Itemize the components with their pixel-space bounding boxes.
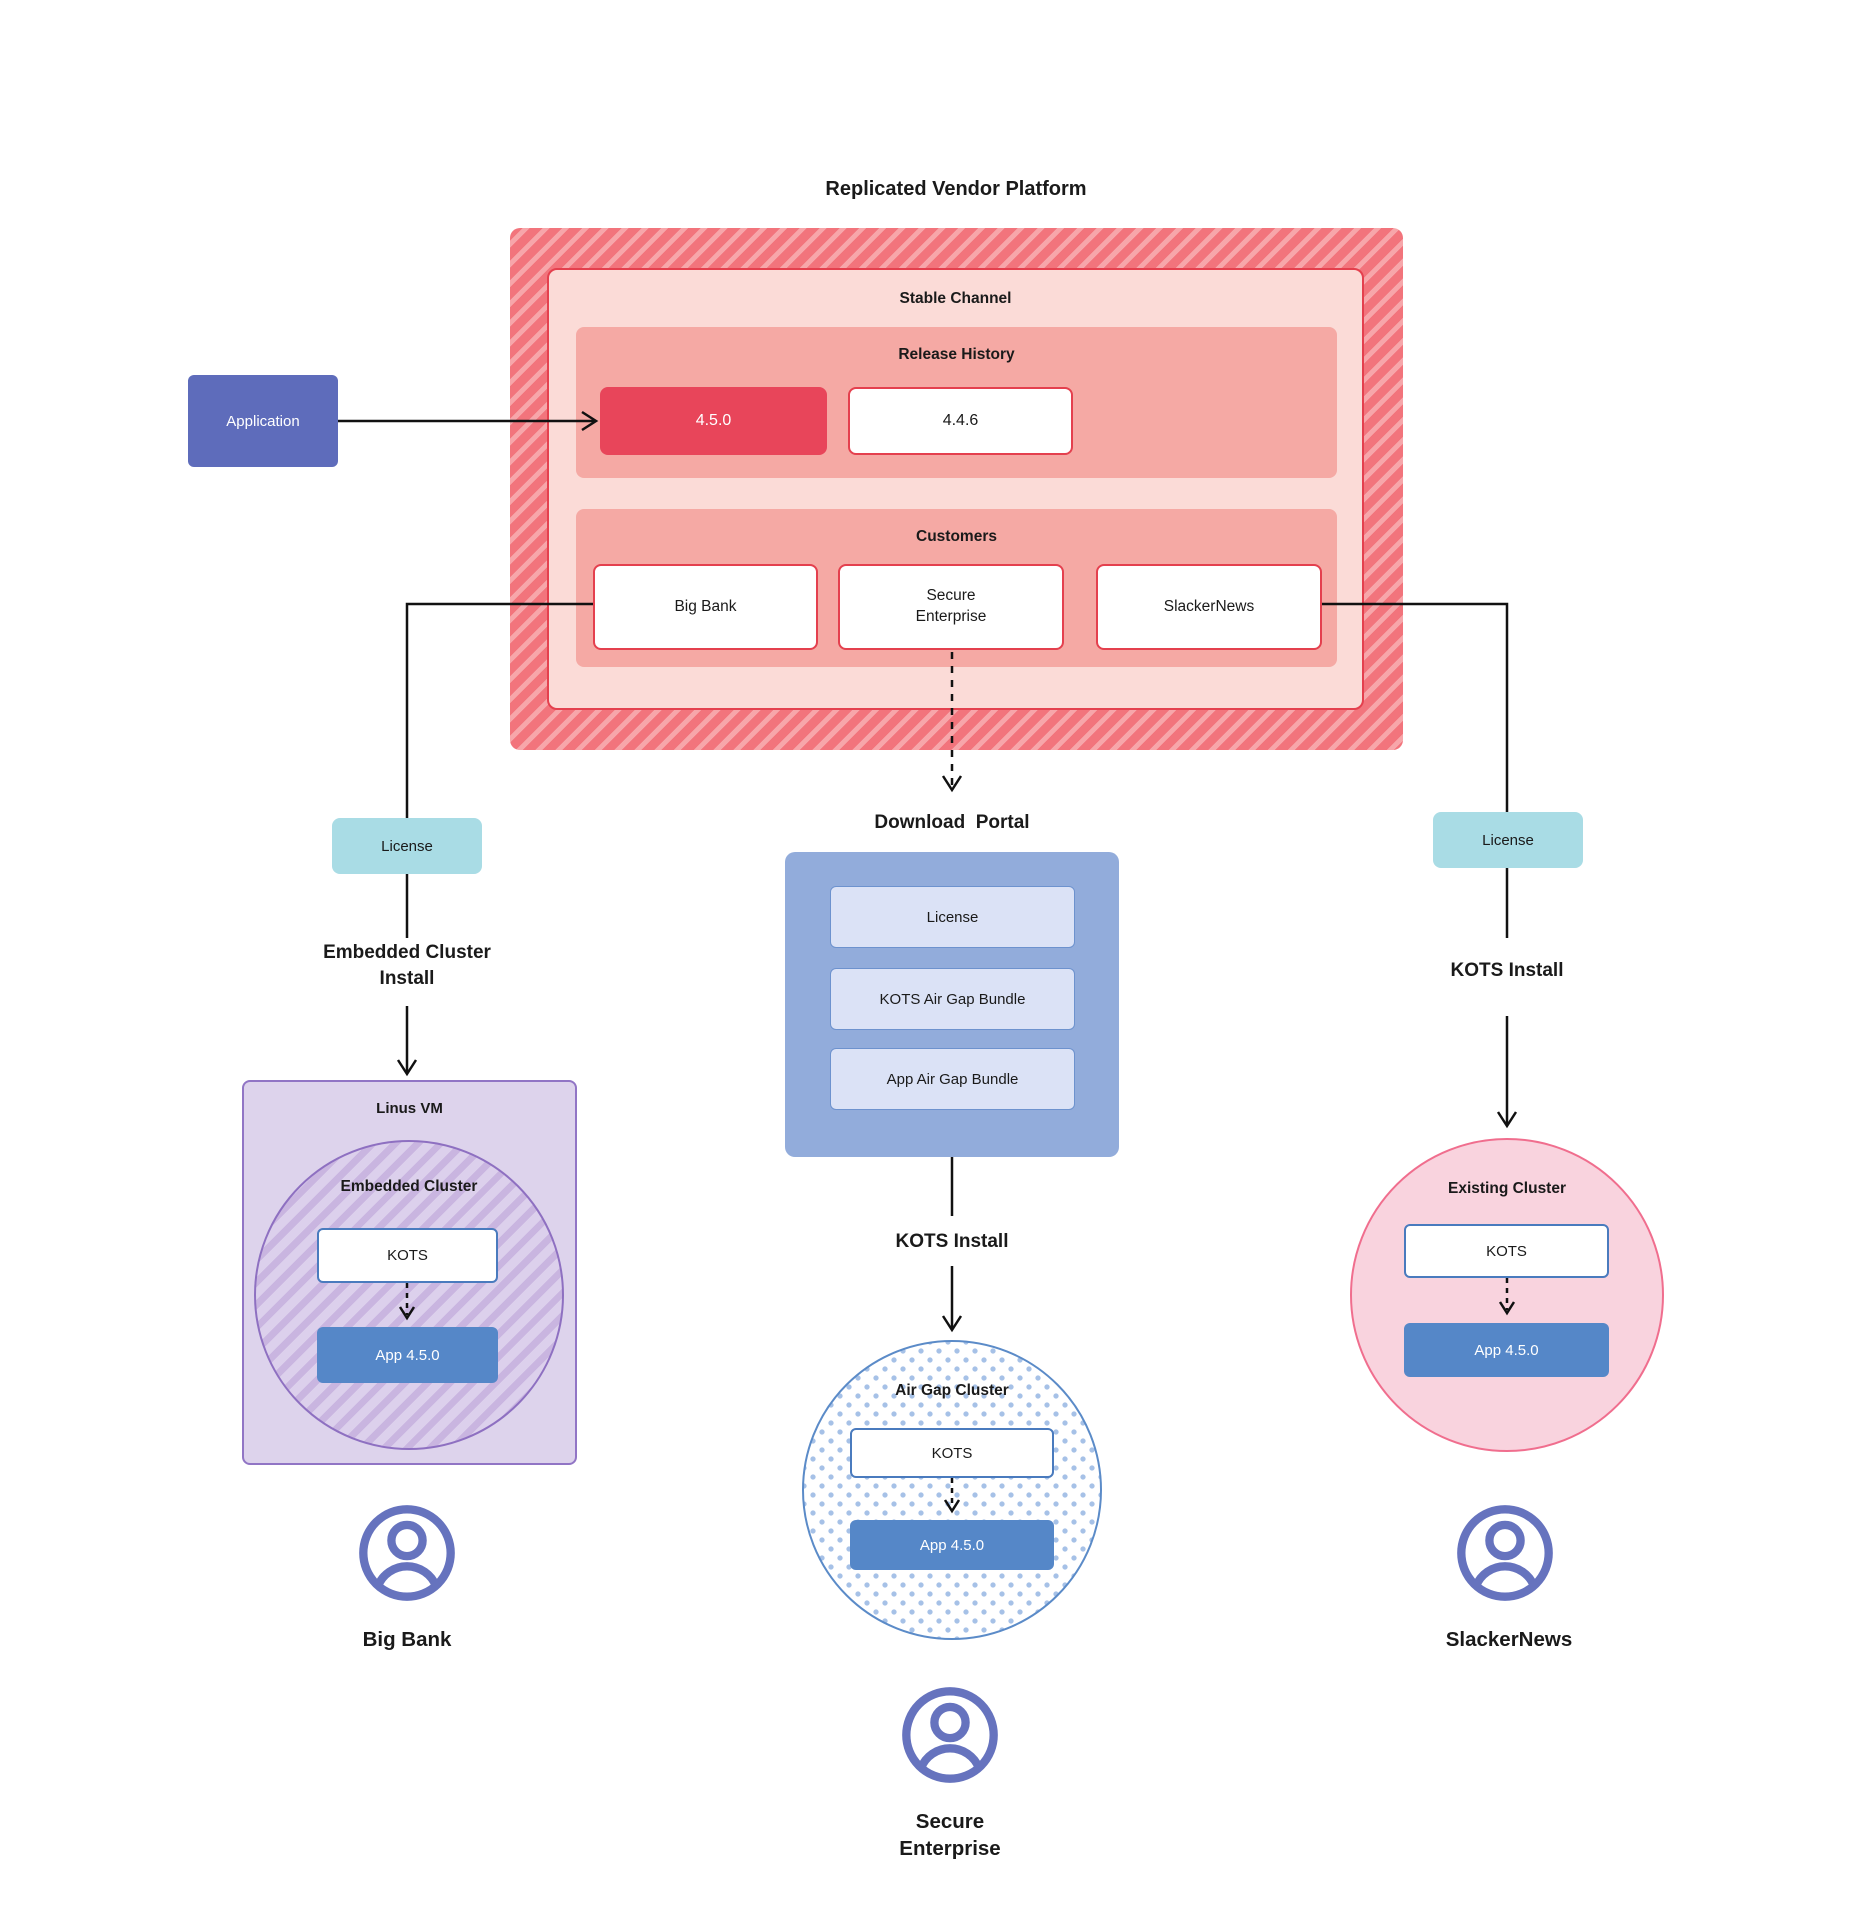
kots-install-label-right: KOTS Install xyxy=(1450,960,1564,981)
portal-item-license: License xyxy=(830,886,1075,948)
release-4-4-6: 4.4.6 xyxy=(848,387,1073,455)
customer-slackernews: SlackerNews xyxy=(1096,564,1322,650)
user-icon-big-bank xyxy=(359,1505,455,1601)
user-label-big-bank: Big Bank xyxy=(362,1628,452,1651)
app-box-embedded: App 4.5.0 xyxy=(317,1327,498,1383)
app-box-existing: App 4.5.0 xyxy=(1404,1323,1609,1377)
release-history-label: Release History xyxy=(898,346,1015,363)
kots-box-air-gap: KOTS xyxy=(850,1428,1054,1478)
customer-secure-enterprise-label: Secure Enterprise xyxy=(915,587,987,625)
customer-secure-enterprise: Secure Enterprise xyxy=(838,564,1064,650)
embedded-cluster-circle xyxy=(254,1140,564,1450)
kots-install-label-middle: KOTS Install xyxy=(895,1231,1009,1252)
air-gap-cluster-label: Air Gap Cluster xyxy=(895,1382,1009,1399)
license-chip-big-bank: License xyxy=(332,818,482,874)
customer-big-bank: Big Bank xyxy=(593,564,818,650)
download-portal-title: Download Portal xyxy=(874,812,1030,833)
user-icon-secure-enterprise xyxy=(902,1687,998,1783)
app-box-air-gap: App 4.5.0 xyxy=(850,1520,1054,1570)
customers-label: Customers xyxy=(916,528,997,545)
diagram-title: Replicated Vendor Platform xyxy=(825,178,1087,200)
portal-item-kots-air-gap-bundle: KOTS Air Gap Bundle xyxy=(830,968,1075,1030)
embedded-cluster-label: Embedded Cluster xyxy=(340,1178,478,1195)
kots-box-embedded: KOTS xyxy=(317,1228,498,1283)
stable-channel-label: Stable Channel xyxy=(899,290,1012,307)
release-4-5-0: 4.5.0 xyxy=(600,387,827,455)
linus-vm-label: Linus VM xyxy=(376,1100,443,1117)
application-box: Application xyxy=(188,375,338,467)
user-icon-slackernews xyxy=(1457,1505,1553,1601)
license-chip-slackernews: License xyxy=(1433,812,1583,868)
user-label-slackernews: SlackerNews xyxy=(1445,1628,1573,1651)
kots-box-existing: KOTS xyxy=(1404,1224,1609,1278)
user-label-secure-enterprise: Secure Enterprise xyxy=(899,1810,1001,1860)
existing-cluster-label: Existing Cluster xyxy=(1448,1180,1566,1197)
embedded-cluster-install-label: Embedded Cluster Install xyxy=(323,942,491,989)
portal-item-app-air-gap-bundle: App Air Gap Bundle xyxy=(830,1048,1075,1110)
